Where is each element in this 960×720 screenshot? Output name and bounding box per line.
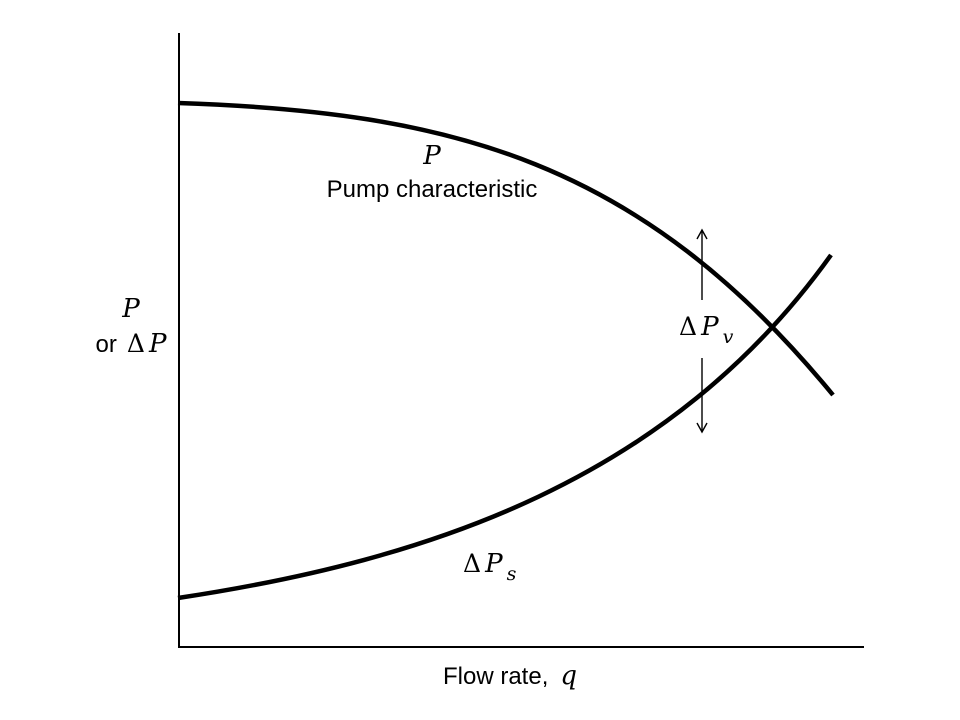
y-axis-delta-symbol: P — [148, 329, 167, 359]
pump-curve-caption: Pump characteristic — [327, 176, 538, 203]
valve-drop-delta: Δ — [679, 312, 697, 341]
y-axis-symbol: P — [121, 294, 140, 324]
x-axis-symbol: q — [560, 661, 577, 691]
system-curve-subscript: s — [507, 563, 517, 585]
pump-curve-symbol: P — [422, 141, 441, 171]
valve-drop-subscript: v — [723, 326, 734, 348]
pump-characteristic-curve — [177, 100, 835, 397]
valve-drop-symbol: P — [700, 312, 719, 342]
valve-drop-label-gap — [690, 300, 714, 358]
y-axis-label-line2: or Δ P — [96, 329, 167, 359]
system-curve-label: Δ P s — [463, 549, 517, 585]
x-axis-text: Flow rate, — [443, 663, 548, 690]
y-axis-or: or — [96, 331, 117, 358]
system-curve-symbol: P — [484, 549, 503, 579]
y-axis-delta: Δ — [127, 329, 145, 358]
x-axis-label: Flow rate, q — [443, 661, 577, 691]
system-curve — [177, 253, 833, 601]
system-curve-delta: Δ — [463, 549, 481, 578]
valve-drop-label: Δ P v — [679, 312, 734, 348]
